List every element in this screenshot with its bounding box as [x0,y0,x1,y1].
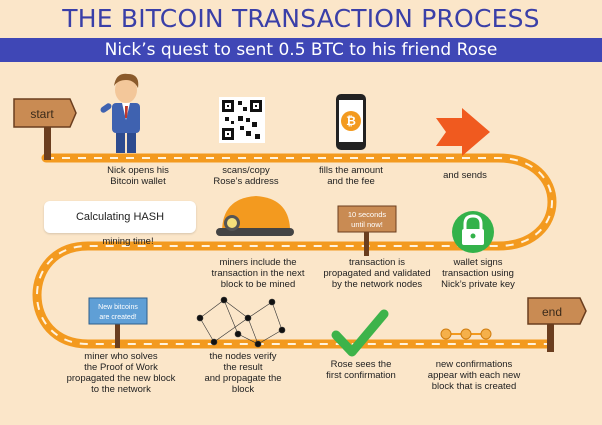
start-sign-label: start [30,107,54,121]
miner-helmet-icon [216,196,294,236]
network-nodes-icon [196,296,286,348]
new-bitcoins-line-2: are created! [99,314,136,321]
ten-seconds-sign [337,205,397,256]
end-sign [527,297,587,352]
new-bitcoins-sign [88,297,148,348]
svg-text:₿: ₿ [346,114,356,128]
send-arrow-icon [436,108,490,156]
end-sign-label: end [542,305,562,319]
checkmark-icon [331,309,389,357]
step-label-sends: and sends [443,170,487,181]
lock-icon [452,211,494,253]
step-label-mining-time: mining time! [102,236,154,247]
ten-seconds-line-1: 10 seconds [348,210,387,219]
start-sign [13,98,77,160]
new-bitcoins-line-1: New bitcoins [98,304,138,311]
calculating-hash-bubble: Calculating HASH [44,201,196,233]
nick-character-icon [100,73,140,153]
subtitle-banner: Nick’s quest to sent 0.5 BTC to his frie… [0,38,602,62]
confirmation-coins-icon [440,328,492,340]
qr-code-icon [219,97,265,143]
page-title: THE BITCOIN TRANSACTION PROCESS [62,4,540,33]
ten-seconds-line-2: until now! [351,220,383,229]
phone-bitcoin-icon: ₿ [336,94,366,150]
